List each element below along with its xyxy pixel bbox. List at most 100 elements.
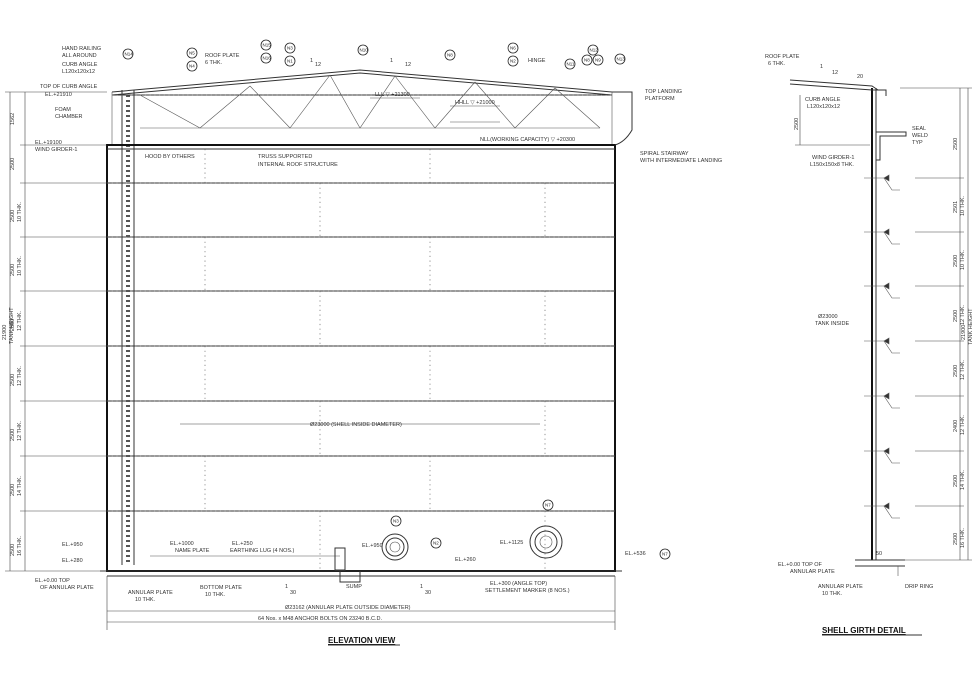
all-around-label: ALL AROUND: [62, 53, 97, 59]
internal-roof-label: INTERNAL ROOF STRUCTURE: [258, 162, 338, 168]
detail-dim-50: 50: [876, 551, 882, 557]
detail-wind-size: L150x150x8 THK.: [810, 162, 854, 168]
hood-label: HOOD BY OTHERS: [145, 154, 195, 160]
hinge-label: HINGE: [528, 58, 546, 64]
svg-text:N1: N1: [287, 59, 293, 64]
nozzle-tag: N2: [430, 537, 442, 549]
detail-annular: ANNULAR PLATE: [818, 584, 863, 590]
course-5-height: 2500: [10, 319, 16, 331]
vertical-plate-seams: [204, 149, 546, 571]
name-plate-label: NAME PLATE: [175, 548, 210, 554]
course-7-height: 2500: [10, 429, 16, 441]
hand-railing-label: HAND RAILING: [62, 46, 101, 52]
detail-course-7: 2500: [953, 475, 959, 487]
slope-right-1: 1: [390, 58, 393, 64]
elevation-view: HAND RAILING ALL AROUND CURB ANGLE L120x…: [2, 39, 722, 646]
detail-seam-marks: [864, 177, 884, 507]
nozzle-tag: N10: [357, 44, 369, 56]
svg-text:N4: N4: [189, 64, 195, 69]
detail-seal: SEAL: [912, 126, 926, 132]
intermediate-landing-label: WITH INTERMEDIATE LANDING: [640, 158, 722, 164]
detail-annular-thk: 10 THK.: [822, 591, 843, 597]
detail-course-6: 2400: [953, 420, 959, 432]
nozzle-tag: N12: [587, 44, 599, 56]
bottom-dimension-lines: [106, 423, 616, 630]
course-9-thk: 16 THK.: [17, 535, 23, 556]
foam-chamber-label: FOAM: [55, 107, 71, 113]
annular-od-label: Ø23162 (ANNULAR PLATE OUTSIDE DIAMETER): [285, 605, 411, 611]
course-4-thk: 10 THK.: [17, 255, 23, 276]
annular-plate-label: ANNULAR PLATE: [128, 590, 173, 596]
nozzle-tag: N15: [260, 39, 272, 51]
course-4-height: 2500: [10, 264, 16, 276]
el-1125-label: EL.+1125: [500, 540, 523, 546]
nozzle-tag: N11: [564, 58, 576, 70]
earthing-lug-label: EARTHING LUG (4 NOS.): [230, 548, 295, 554]
tank-shell-outline: [106, 144, 616, 572]
svg-text:N12: N12: [590, 48, 599, 53]
annular-thk: 10 THK.: [135, 597, 156, 603]
detail-course-4-thk: 12 THK.: [960, 304, 966, 325]
detail-course-3: 2500: [953, 255, 959, 267]
detail-course-5-thk: 12 THK.: [960, 359, 966, 380]
detail-total: 21900: [961, 325, 967, 340]
nozzle-tag: N1: [284, 55, 296, 67]
detail-text: ROOF PLATE 6 THK. 1 12 20 CURB ANGLE L12…: [765, 54, 933, 597]
svg-text:N10: N10: [360, 48, 369, 53]
top-of-curb-label: TOP OF CURB ANGLE: [40, 84, 98, 90]
ladder: [121, 90, 135, 565]
svg-text:N14: N14: [125, 52, 134, 57]
nozzle-tag: N2: [507, 55, 519, 67]
svg-text:N3: N3: [393, 519, 399, 524]
svg-text:N9: N9: [595, 58, 601, 63]
shell-girth-detail-title: SHELL GIRTH DETAIL: [822, 626, 906, 635]
detail-slope-12: 12: [832, 70, 838, 76]
foam-chamber-label-2: CHAMBER: [55, 114, 83, 120]
weld-flag-icons: [883, 174, 900, 519]
nll-label: NLL(WORKING CAPACITY) ▽ +20300: [480, 137, 575, 143]
course-3-thk: 10 THK.: [17, 201, 23, 222]
svg-text:N7: N7: [545, 503, 551, 508]
settlement-label: SETTLEMENT MARKER (8 NOS.): [485, 588, 570, 594]
bot-slope-1b: 1: [420, 584, 423, 590]
nozzle-tag: N8: [444, 49, 456, 61]
roof: [111, 69, 633, 146]
svg-text:N11: N11: [567, 62, 575, 67]
svg-text:N7: N7: [662, 552, 668, 557]
course-2-height: 2500: [10, 158, 16, 170]
top-landing-label-2: PLATFORM: [645, 96, 675, 102]
el-536-label: EL.+536: [625, 551, 646, 557]
detail-course-2: 2501: [953, 201, 959, 213]
course-8-height: 2500: [10, 484, 16, 496]
liquid-level-marks: [370, 97, 500, 123]
bot-slope-1: 1: [285, 584, 288, 590]
nozzle-tag: N16: [260, 52, 272, 64]
detail-drip-ring: DRIP RING: [905, 584, 933, 590]
nozzle-tag: N6: [507, 42, 519, 54]
shell-manhole-1: [381, 533, 409, 561]
course-8-thk: 14 THK.: [17, 475, 23, 496]
nozzle-tag: N7: [542, 499, 554, 511]
spiral-stair-label: SPIRAL STAIRWAY: [640, 151, 689, 157]
slope-left-12: 12: [315, 62, 321, 68]
el-260-label: EL.+260: [455, 557, 476, 563]
curb-angle-label: CURB ANGLE: [62, 62, 98, 68]
shell-diameter-label: Ø23000 (SHELL INSIDE DIAMETER): [310, 422, 402, 428]
detail-course-6-thk: 12 THK.: [960, 414, 966, 435]
course-3-height: 2500: [10, 210, 16, 222]
detail-roof-thk: 6 THK.: [768, 61, 785, 67]
detail-typ: TYP: [912, 140, 923, 146]
detail-tank-dia: Ø23000: [818, 314, 838, 320]
detail-course-3-thk: 10 THK.: [960, 249, 966, 270]
bottom-plate: [100, 547, 622, 583]
left-dimension-chain: [5, 91, 107, 572]
elevation-view-title: ELEVATION VIEW: [328, 636, 396, 645]
svg-text:N13: N13: [617, 57, 626, 62]
detail-tank-inside: TANK INSIDE: [815, 321, 849, 327]
svg-text:N2: N2: [433, 541, 439, 546]
detail-wind-girder: WIND GIRDER-1: [812, 155, 854, 161]
shell-girth-detail: ROOF PLATE 6 THK. 1 12 20 CURB ANGLE L12…: [765, 54, 974, 636]
detail-slope-1: 1: [820, 64, 823, 70]
el-0-label: EL.+0.00 TOP: [35, 578, 70, 584]
